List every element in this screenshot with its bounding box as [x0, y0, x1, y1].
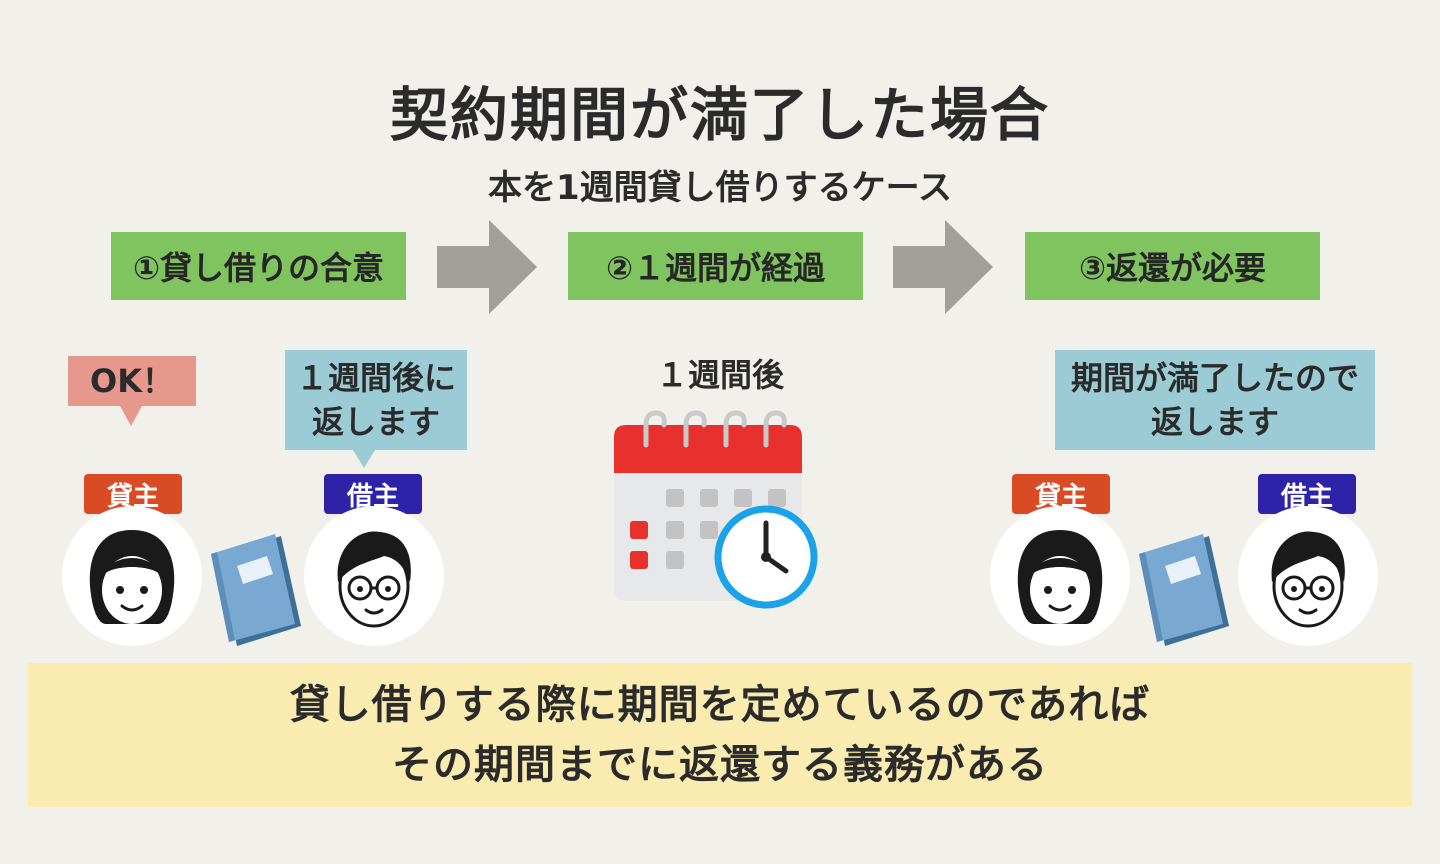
right-arrow-icon — [437, 220, 537, 314]
lender-speech-text: OK！ — [89, 362, 174, 400]
lender-speech-bubble: OK！ — [68, 356, 196, 426]
book-icon — [1139, 534, 1229, 646]
speech-tail — [120, 406, 142, 426]
woman-avatar-icon — [89, 530, 175, 624]
step-return-required: ③返還が必要 — [1025, 232, 1320, 300]
page-subtitle: 本を1週間貸し借りするケース — [488, 168, 952, 208]
borrower-speech-line: 返します — [311, 403, 440, 441]
page-title: 契約期間が満了した場合 — [389, 81, 1050, 149]
week-later-label: １週間後 — [655, 356, 784, 394]
return-speech-bubble: 期間が満了したので 返します — [1055, 350, 1375, 450]
conclusion-box: 貸し借りする際に期間を定めているのであれば その期間までに返還する義務がある — [28, 663, 1412, 807]
borrower-avatar — [304, 506, 444, 646]
borrower-speech-bubble: １週間後に 返します — [285, 350, 467, 468]
return-speech-line: 期間が満了したので — [1070, 359, 1359, 397]
lender-avatar — [990, 506, 1130, 646]
woman-avatar-icon — [1017, 530, 1103, 624]
man-glasses-avatar-icon — [337, 531, 411, 628]
return-speech-line: 返します — [1150, 403, 1279, 441]
step-agreement: ①貸し借りの合意 — [111, 232, 406, 300]
step-week-passed: ②１週間が経過 — [568, 232, 863, 300]
man-glasses-avatar-icon — [1271, 531, 1345, 628]
conclusion-line: 貸し借りする際に期間を定めているのであれば — [289, 682, 1151, 728]
calendar-icon — [614, 410, 818, 609]
borrower-speech-line: １週間後に — [295, 359, 456, 397]
borrower-avatar — [1238, 506, 1378, 646]
right-arrow-icon — [893, 220, 993, 314]
speech-tail — [353, 450, 375, 468]
clock-icon — [714, 505, 818, 609]
book-icon — [211, 534, 301, 646]
lender-avatar — [62, 506, 202, 646]
conclusion-line: その期間までに返還する義務がある — [392, 742, 1048, 788]
